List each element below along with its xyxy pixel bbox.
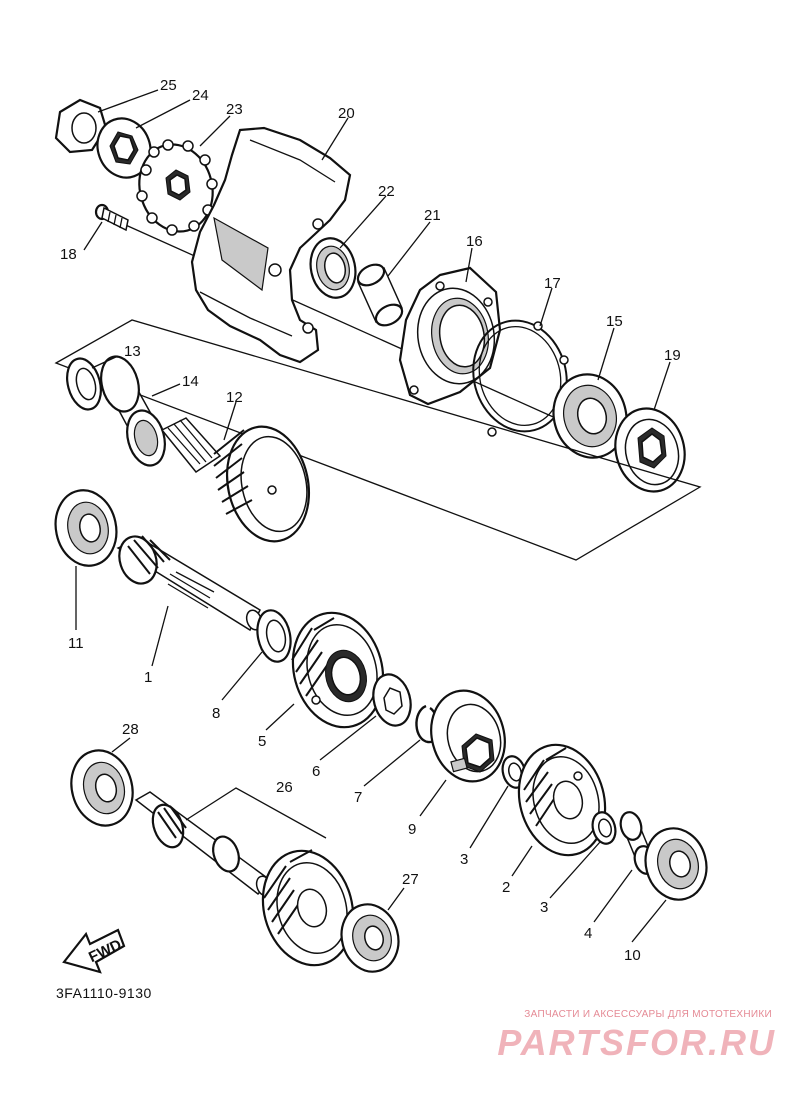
part-15-bearing [552, 373, 628, 459]
part-14-needle-bearing [100, 355, 166, 467]
part-28-bearing [70, 749, 134, 827]
part-8-washer [256, 609, 292, 663]
part-3-washer-b [591, 811, 617, 845]
callout-4: 4 [584, 925, 592, 942]
callout-16: 16 [466, 233, 483, 250]
callout-21: 21 [424, 207, 441, 224]
callout-3b: 3 [540, 899, 548, 916]
callout-27: 27 [402, 871, 419, 888]
axis-line-top [109, 217, 561, 421]
part-27-bearing [340, 903, 400, 973]
leader-lines [75, 89, 671, 943]
callout-23: 23 [226, 101, 243, 118]
callout-26: 26 [276, 779, 293, 796]
part-11-bearing [54, 489, 118, 567]
part-5-gear [291, 611, 385, 729]
part-13-washer [66, 357, 102, 411]
callout-5: 5 [258, 733, 266, 750]
part-16-bearing-housing [398, 266, 502, 406]
callout-numbers: 25 24 23 20 22 21 16 17 15 19 18 13 14 1… [60, 77, 681, 964]
part-1-main-axle [116, 535, 263, 632]
watermark-logo: PARTSFOR.RU [497, 1022, 776, 1063]
callout-20: 20 [338, 105, 355, 122]
callout-7: 7 [354, 789, 362, 806]
callout-9: 9 [408, 821, 416, 838]
callout-2: 2 [502, 879, 510, 896]
callout-8: 8 [212, 705, 220, 722]
part-10-bearing [644, 827, 708, 901]
fwd-arrow-icon: FWD [62, 928, 126, 974]
callout-24: 24 [192, 87, 209, 104]
part-19-plate [614, 407, 686, 493]
callout-19: 19 [664, 347, 681, 364]
part-23-sprocket [136, 139, 218, 236]
callout-14: 14 [182, 373, 199, 390]
callout-3a: 3 [460, 851, 468, 868]
part-21-collar [356, 263, 404, 327]
part-26-drive-axle [134, 791, 355, 967]
watermark-subtitle: ЗАПЧАСТИ И АКСЕССУАРЫ ДЛЯ МОТОТЕХНИКИ [524, 1009, 772, 1020]
part-6-splined-washer [372, 673, 412, 727]
callout-10: 10 [624, 947, 641, 964]
part-22-oil-seal [309, 237, 357, 299]
part-12-gear-shaft [160, 417, 311, 543]
part-9-dog-clutch [430, 689, 506, 783]
callout-15: 15 [606, 313, 623, 330]
part-18-bolt [94, 203, 129, 232]
callout-25: 25 [160, 77, 177, 94]
part-20-cover [190, 126, 352, 364]
diagram-part-code: 3FA1110-9130 [56, 985, 152, 1001]
callout-1: 1 [144, 669, 152, 686]
callout-12: 12 [226, 389, 243, 406]
part-2-gear [517, 743, 607, 857]
callout-11: 11 [68, 635, 84, 652]
callout-18: 18 [60, 246, 77, 263]
part-3-washer-a [501, 755, 527, 789]
callout-6: 6 [312, 763, 320, 780]
leader-26 [185, 787, 327, 839]
callout-13: 13 [124, 343, 141, 360]
callout-28: 28 [122, 721, 139, 738]
callout-17: 17 [544, 275, 561, 292]
group-bracket [54, 319, 702, 561]
callout-22: 22 [378, 183, 395, 200]
part-17-gasket [472, 319, 569, 437]
part-24-lock-washer [96, 117, 152, 179]
